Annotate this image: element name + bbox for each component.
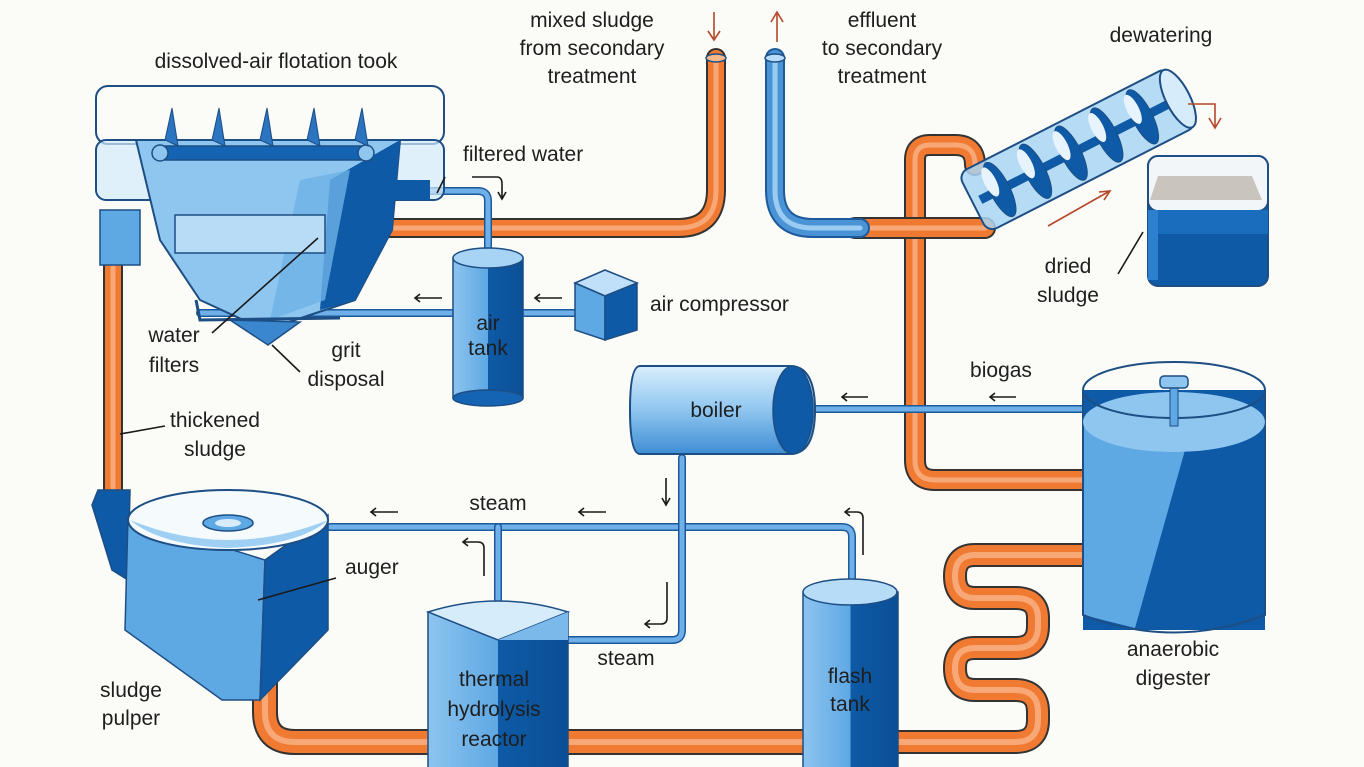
arrow-reactor-up [461,537,485,576]
air-tank-label-line2: tank [468,337,508,360]
label-dried-sludge-2: sludge [1037,284,1099,307]
label-thickened-sludge-2: sludge [184,438,246,461]
thermal-hydrolysis-reactor[interactable]: thermal hydrolysis reactor [425,600,571,767]
label-effluent-3: treatment [838,65,927,88]
pipe-steam-boiler-down [556,454,686,644]
label-auger: auger [345,556,399,579]
air-compressor[interactable] [573,269,639,342]
arrow-effluent-out [770,10,784,42]
water-pipes [196,48,1092,644]
arrow-boiler-down [661,478,671,507]
label-grit-disposal-2: disposal [307,368,384,391]
labels: dissolved-air flotation took mixed sludg… [100,9,1219,730]
label-water-filters-2: filters [149,354,199,377]
label-mixed-sludge-2: from secondary [520,37,665,60]
reactor-label-line1: thermal [459,668,529,691]
daf-tank[interactable] [95,85,445,346]
air-tank[interactable]: air tank [452,247,524,407]
label-dewatering: dewatering [1110,24,1213,47]
label-filtered-water: filtered water [463,143,583,166]
label-steam-top: steam [469,492,526,515]
arrow-filtered-water [472,176,507,201]
flash-tank-label-line2: tank [830,693,870,716]
arrow-biogas-left-2 [988,392,1016,402]
label-effluent-2: to secondary [822,37,943,60]
label-mixed-sludge-3: treatment [548,65,637,88]
dried-sludge-bin[interactable] [1147,155,1269,287]
label-mixed-sludge-1: mixed sludge [530,9,654,32]
label-water-filters-1: water [147,324,199,347]
label-effluent-1: effluent [848,9,917,32]
label-air-compressor: air compressor [650,293,789,316]
boiler-label: boiler [690,399,741,422]
sludge-pulper[interactable] [91,489,329,702]
boiler[interactable]: boiler [628,365,817,455]
label-anaerobic-digester-1: anaerobic [1127,638,1219,661]
arrow-mixed-sludge-in [707,12,721,42]
arrow-steam-to-reactor [643,582,668,629]
arrow-biogas-left-1 [840,392,868,402]
arrow-flash-up [843,507,864,555]
arrow-steam-left-2 [577,507,606,517]
label-sludge-pulper-2: pulper [102,707,160,730]
label-sludge-pulper-1: sludge [100,679,162,702]
flash-tank[interactable]: flash tank [802,578,899,767]
label-dried-sludge-1: dried [1045,255,1092,278]
arrow-air-left-2 [533,293,562,303]
reactor-label-line3: reactor [461,728,526,751]
label-anaerobic-digester-2: digester [1136,667,1211,690]
leader-lines [119,176,1144,601]
flow-arrows [369,10,1222,629]
flash-tank-label-line1: flash [828,665,872,688]
sludge-pipes [103,48,1097,755]
arrow-dewatering-feed [1047,190,1112,227]
label-grit-disposal-1: grit [331,339,360,362]
label-thickened-sludge-1: thickened [170,409,260,432]
dewatering-screw[interactable] [958,64,1204,233]
arrow-air-left-1 [413,293,442,303]
label-steam-bottom: steam [597,647,654,670]
arrow-steam-left-1 [369,507,398,517]
reactor-label-line2: hydrolysis [447,698,540,721]
air-tank-label-line1: air [476,312,499,335]
label-daf-tank: dissolved-air flotation took [155,50,398,73]
label-biogas: biogas [970,359,1032,382]
pipe-steam-main [326,523,856,592]
anaerobic-digester[interactable] [1082,361,1266,634]
arrow-to-dried-sludge [1188,103,1222,130]
